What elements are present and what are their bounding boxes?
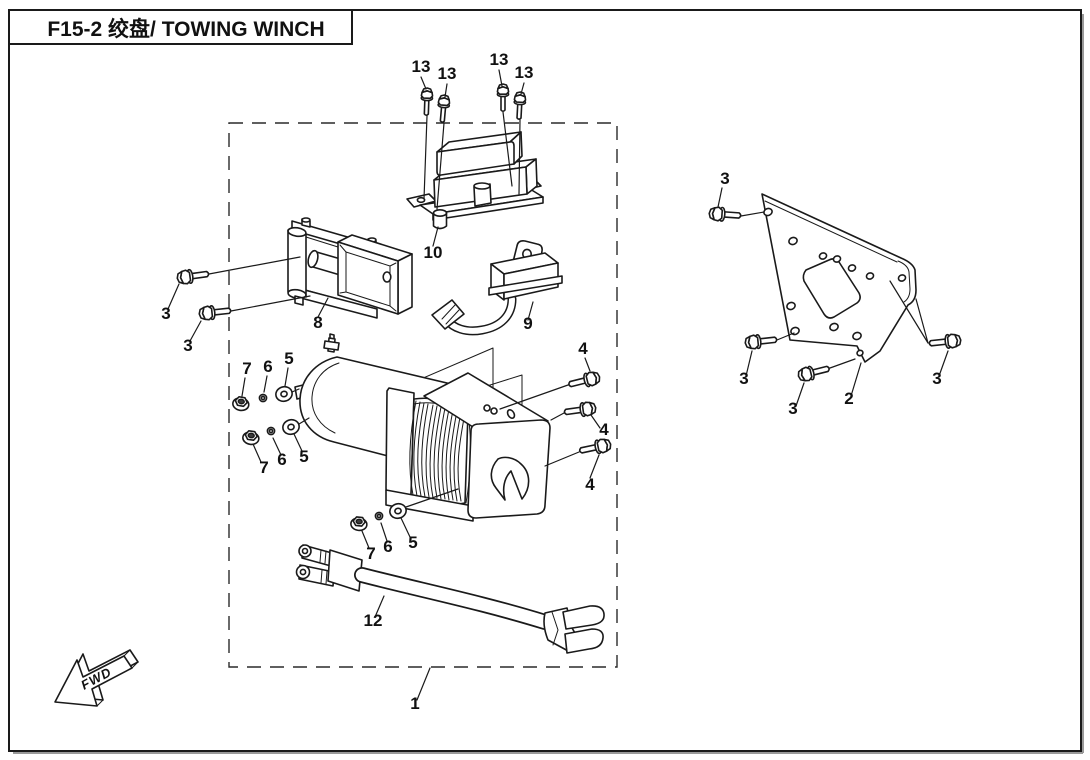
roller-fairlead bbox=[287, 217, 413, 319]
page-title: F15-2 绞盘/ TOWING WINCH bbox=[47, 17, 324, 41]
callout-6: 6 bbox=[383, 537, 392, 556]
winch-gearbox bbox=[385, 372, 551, 522]
callout-3: 3 bbox=[788, 399, 797, 418]
callout-12: 12 bbox=[364, 611, 383, 630]
callout-5: 5 bbox=[299, 447, 308, 466]
assembly-boundary bbox=[228, 122, 618, 668]
leader-lines bbox=[167, 69, 949, 701]
battery-cable bbox=[295, 544, 605, 654]
callout-10: 10 bbox=[424, 243, 443, 262]
plate-holes bbox=[763, 207, 907, 357]
small-washer-6 bbox=[258, 393, 268, 403]
callout-9: 9 bbox=[523, 314, 532, 333]
page-border bbox=[8, 9, 1082, 752]
callout-6: 6 bbox=[277, 450, 286, 469]
callout-4: 4 bbox=[585, 475, 595, 494]
small-washer-6 bbox=[266, 426, 276, 436]
page-shadow bbox=[13, 14, 1084, 754]
winch-assembly bbox=[294, 333, 551, 522]
callout-13: 13 bbox=[438, 64, 457, 83]
title-box: F15-2 绞盘/ TOWING WINCH bbox=[8, 9, 353, 45]
callout-7: 7 bbox=[366, 544, 375, 563]
callout-7: 7 bbox=[242, 359, 251, 378]
callout-3: 3 bbox=[161, 304, 170, 323]
callout-labels: 13 13 13 13 3 3 8 10 9 7 6 5 7 6 5 4 4 4… bbox=[161, 50, 941, 713]
bolt-13-stems bbox=[423, 111, 521, 210]
callout-5: 5 bbox=[408, 533, 417, 552]
callout-4: 4 bbox=[599, 420, 609, 439]
drum-left-plate bbox=[385, 387, 415, 501]
callout-13: 13 bbox=[515, 63, 534, 82]
callout-8: 8 bbox=[313, 313, 322, 332]
winch-base bbox=[385, 489, 474, 522]
callout-2: 2 bbox=[844, 389, 853, 408]
construction-lines bbox=[392, 347, 523, 433]
callout-13: 13 bbox=[412, 57, 431, 76]
callout-3: 3 bbox=[932, 369, 941, 388]
callout-4: 4 bbox=[578, 339, 588, 358]
small-washer-6 bbox=[374, 511, 384, 521]
callout-3: 3 bbox=[183, 336, 192, 355]
callout-3: 3 bbox=[739, 369, 748, 388]
contactor-assembly bbox=[406, 131, 544, 230]
callout-13: 13 bbox=[490, 50, 509, 69]
callout-1: 1 bbox=[410, 694, 419, 713]
mounting-plate bbox=[761, 193, 917, 363]
winch-motor bbox=[294, 333, 469, 458]
callout-5: 5 bbox=[284, 349, 293, 368]
callout-6: 6 bbox=[263, 357, 272, 376]
clutch-lever bbox=[490, 456, 530, 501]
callout-7: 7 bbox=[259, 458, 268, 477]
callout-3: 3 bbox=[720, 169, 729, 188]
switch-assembly bbox=[431, 240, 563, 336]
cable-connector bbox=[431, 299, 465, 330]
